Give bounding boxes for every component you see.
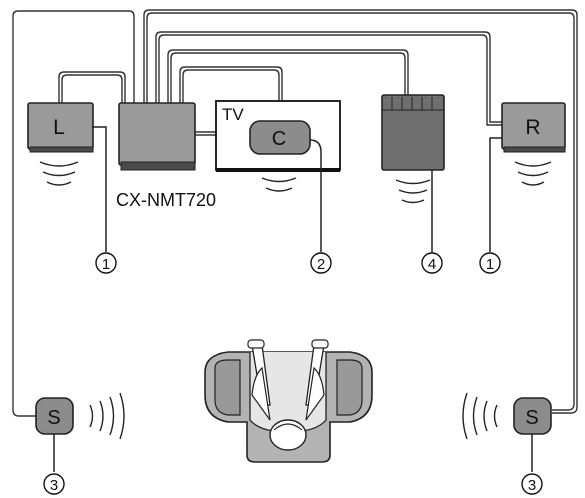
callout-front-right: 1	[479, 252, 501, 274]
callout-front-left: 1	[95, 252, 117, 274]
front-left-speaker: L	[27, 102, 94, 186]
surround-right-speaker-label: S	[525, 407, 538, 429]
receiver-unit: CX-NMT720	[116, 102, 216, 210]
center-speaker-label: C	[272, 128, 286, 150]
surround-left-speaker-label: S	[47, 407, 60, 429]
callout-leaders	[53, 126, 533, 472]
front-right-speaker: R	[501, 102, 566, 186]
surround-right-speaker: S	[462, 392, 552, 440]
callout-front-left-number: 1	[102, 256, 110, 273]
callout-subwoofer-number: 4	[428, 256, 436, 273]
callout-surround-left: 3	[43, 473, 65, 495]
listener-armchair	[204, 339, 373, 463]
callout-center: 2	[310, 252, 332, 274]
callout-surround-right: 3	[521, 473, 543, 495]
callout-subwoofer: 4	[421, 252, 443, 274]
callout-surround-left-number: 3	[50, 477, 58, 494]
receiver-label: CX-NMT720	[116, 190, 216, 210]
center-speaker: C	[249, 120, 311, 192]
front-right-speaker-label: R	[525, 116, 540, 139]
surround-left-speaker: S	[35, 392, 125, 440]
callout-front-right-number: 1	[486, 256, 494, 273]
callout-center-number: 2	[317, 256, 325, 273]
subwoofer	[381, 94, 445, 204]
tv-label: TV	[222, 105, 244, 124]
callout-surround-right-number: 3	[528, 477, 536, 494]
speaker-cables	[8, 6, 578, 417]
front-left-speaker-label: L	[53, 116, 65, 139]
